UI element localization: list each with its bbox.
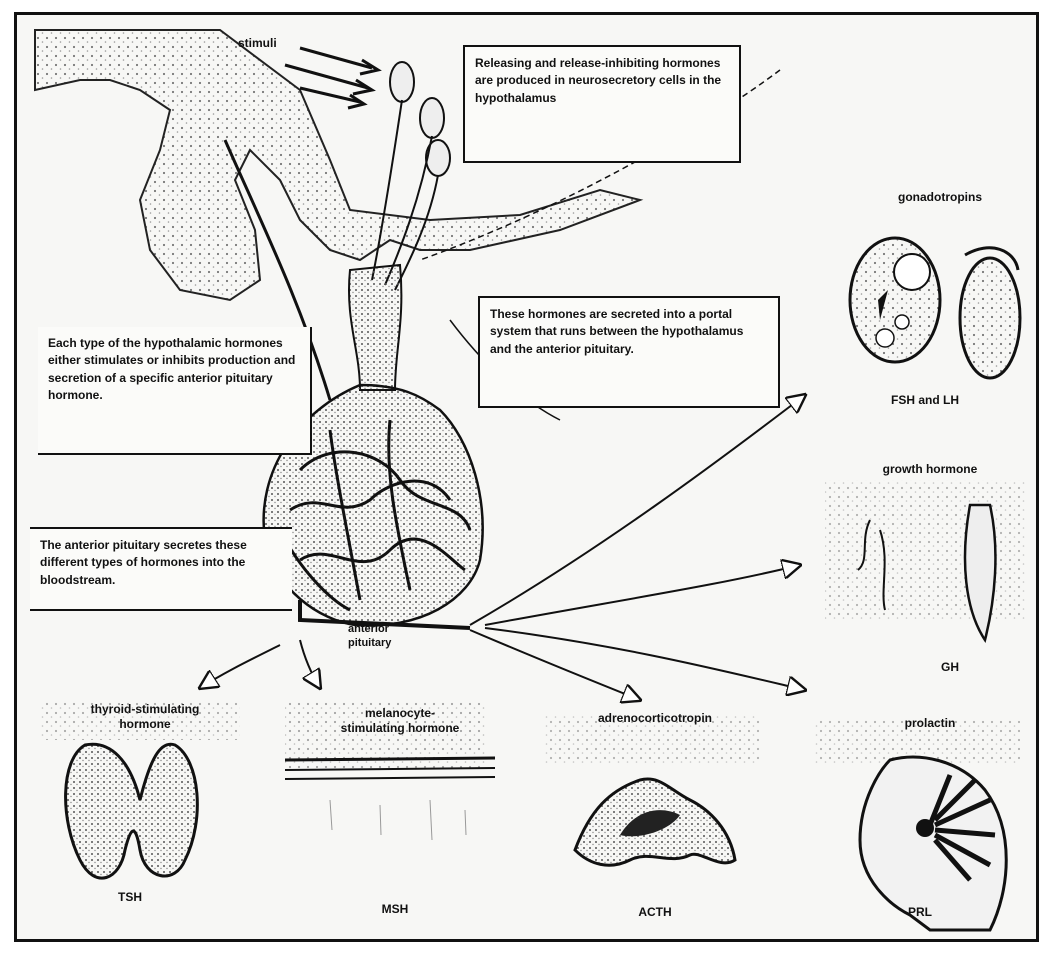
tsh-title: thyroid-stimulating hormone — [55, 702, 235, 732]
growth-illustration — [825, 480, 1025, 640]
pituitary-stalk — [349, 265, 401, 390]
gonadotropins-abbr: FSH and LH — [870, 393, 980, 407]
breast-illustration — [815, 720, 1020, 930]
prolactin-title: prolactin — [890, 716, 970, 730]
anterior-pituitary-label: anterior pituitary — [348, 622, 391, 651]
gonadotropins-title: gonadotropins — [880, 190, 1000, 204]
adrenal-illustration — [545, 715, 760, 865]
releasing-hormones-box: Releasing and release-inhibiting hormone… — [463, 45, 741, 163]
secretes-box: The anterior pituitary secretes these di… — [30, 527, 292, 611]
acth-title: adrenocorticotropin — [560, 711, 750, 725]
portal-system-box: These hormones are secreted into a porta… — [478, 296, 780, 408]
neurosecretory-cells — [372, 62, 450, 290]
prolactin-abbr: PRL — [900, 905, 940, 919]
each-type-box: Each type of the hypothalamic hormones e… — [38, 327, 312, 455]
growth-hormone-title: growth hormone — [860, 462, 1000, 476]
msh-abbr: MSH — [375, 902, 415, 916]
gonad-illustration — [850, 238, 1020, 378]
acth-abbr: ACTH — [630, 905, 680, 919]
msh-title: melanocyte- stimulating hormone — [320, 706, 480, 736]
tsh-abbr: TSH — [110, 890, 150, 904]
stimuli-label: stimuli — [238, 36, 277, 52]
growth-hormone-abbr: GH — [930, 660, 970, 674]
